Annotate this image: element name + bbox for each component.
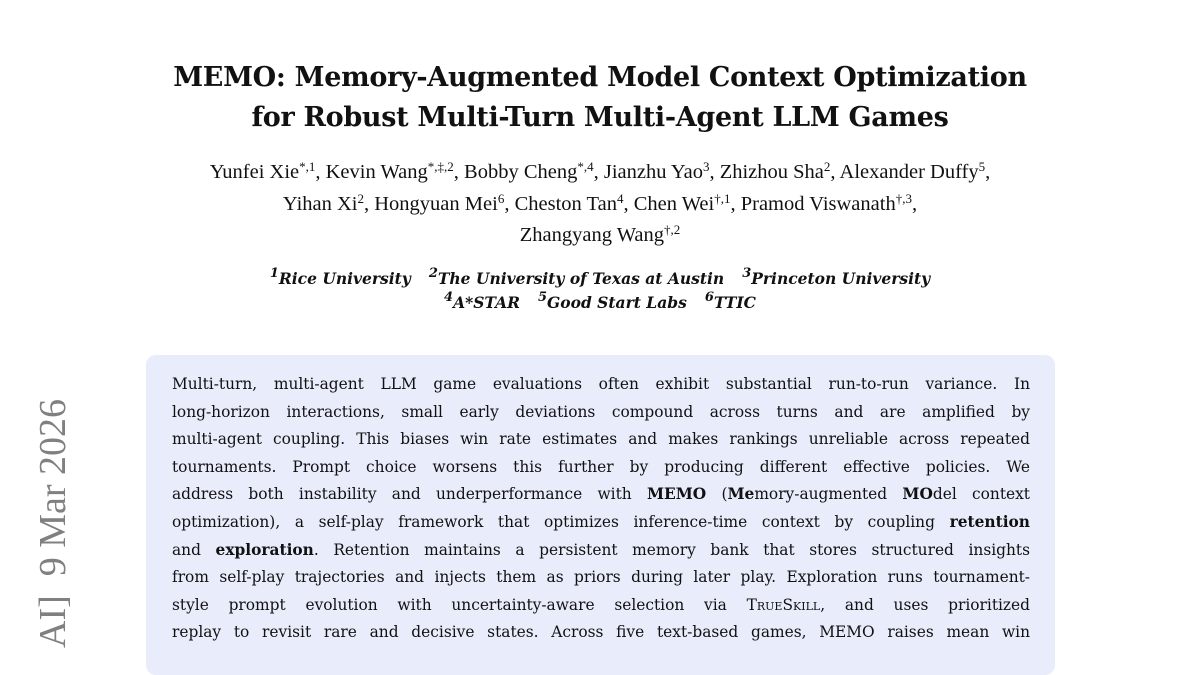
abstract-box: Multi-turn, multi-agent LLM game evaluat… — [146, 355, 1055, 675]
abstract-segment: MO — [902, 485, 933, 504]
author-name: Zhizhou Sha — [719, 161, 824, 183]
author-mark: *,‡,2 — [427, 159, 454, 174]
affiliation-line: 4A*STAR 5Good Start Labs 6TTIC — [0, 291, 1200, 315]
affiliation-line: 1Rice University 2The University of Texas… — [0, 267, 1200, 291]
abstract-line: optimization), a self-play framework tha… — [172, 509, 1030, 537]
affiliation-number: 5 — [537, 290, 548, 305]
abstract-segment: style prompt evolution with uncertainty-… — [172, 595, 747, 614]
abstract-segment: del context — [932, 485, 1030, 504]
author-mark: 6 — [497, 190, 505, 206]
affiliation: 5Good Start Labs — [537, 290, 687, 312]
author-name: Bobby Cheng — [464, 161, 578, 183]
author-mark: †,2 — [664, 222, 681, 237]
affiliation-number: 4 — [444, 290, 454, 305]
affiliation-name: Rice University — [278, 269, 411, 288]
affiliation-number: 2 — [428, 266, 438, 281]
abstract-segment: . Retention maintains a persistent memor… — [313, 540, 1030, 559]
affiliation-number: 6 — [704, 290, 714, 305]
abstract-segment: exploration — [215, 540, 314, 559]
affiliation: 4A*STAR — [444, 290, 520, 312]
affiliation: 3Princeton University — [742, 266, 931, 288]
author-name: Yunfei Xie — [209, 161, 300, 183]
paper-title: MEMO: Memory-Augmented Model Context Opt… — [0, 58, 1200, 138]
abstract-line: multi-agent coupling. This biases win ra… — [172, 426, 1030, 454]
abstract-segment: , and uses prioritized — [820, 595, 1031, 614]
author-mark: 4 — [616, 190, 624, 206]
affiliation-name: Good Start Labs — [547, 293, 687, 312]
abstract-segment: multi-agent coupling. This biases win ra… — [172, 430, 1030, 449]
author-mark: †,1 — [714, 190, 731, 206]
affiliation-name: The University of Texas at Austin — [437, 269, 725, 288]
abstract-segment: MEMO — [646, 485, 707, 504]
author-line: Zhangyang Wang†,2 — [0, 220, 1200, 252]
abstract-segment: replay to revisit rare and decisive stat… — [172, 623, 1030, 642]
author-list: Yunfei Xie*,1, Kevin Wang*,‡,2, Bobby Ch… — [0, 157, 1200, 252]
abstract-segment: tournaments. Prompt choice worsens this … — [172, 457, 1030, 476]
abstract-segment: from self-play trajectories and injects … — [172, 568, 1030, 587]
abstract-segment: long-horizon interactions, small early d… — [172, 402, 1030, 421]
affiliation-name: TTIC — [713, 293, 756, 312]
abstract-line: replay to revisit rare and decisive stat… — [172, 619, 1030, 647]
author-name: Jianzhu Yao — [603, 161, 703, 183]
abstract-segment: retention — [949, 512, 1030, 531]
abstract-line: style prompt evolution with uncertainty-… — [172, 592, 1030, 620]
author-line: Yunfei Xie*,1, Kevin Wang*,‡,2, Bobby Ch… — [209, 159, 991, 183]
abstract-segment: TrueSkill — [746, 595, 821, 614]
author-mark: 2 — [823, 159, 831, 174]
author-name: Pramod Viswanath — [740, 192, 896, 215]
abstract-line: address both instability and underperfor… — [172, 481, 1030, 509]
author-mark: 3 — [702, 159, 710, 174]
abstract-segment: optimization), a self-play framework tha… — [172, 512, 950, 531]
abstract-segment: Me — [727, 485, 755, 504]
abstract-line: long-horizon interactions, small early d… — [172, 399, 1030, 427]
author-name: Kevin Wang — [325, 161, 428, 183]
abstract-text: Multi-turn, multi-agent LLM game evaluat… — [172, 371, 1030, 647]
author-mark: *,1 — [299, 159, 316, 174]
author-line: Yihan Xi2, Hongyuan Mei6, Cheston Tan4, … — [282, 190, 918, 215]
affiliation-number: 1 — [269, 266, 279, 281]
abstract-segment: and — [172, 540, 216, 559]
author-mark: 2 — [357, 190, 365, 206]
arxiv-stamp: AI] 9 Mar 2026 — [32, 398, 74, 648]
abstract-segment: Multi-turn, multi-agent LLM game evaluat… — [172, 375, 1030, 393]
affiliation: 2The University of Texas at Austin — [428, 266, 725, 288]
author-name: Chen Wei — [633, 192, 715, 215]
abstract-line: and exploration. Retention maintains a p… — [172, 537, 1030, 565]
author-name: Cheston Tan — [514, 192, 617, 215]
title-line: MEMO: Memory-Augmented Model Context Opt… — [173, 62, 1027, 93]
abstract-line: Multi-turn, multi-agent LLM game evaluat… — [172, 371, 1030, 399]
abstract-line: from self-play trajectories and injects … — [172, 564, 1030, 592]
affiliation: 1Rice University — [269, 266, 411, 288]
author-mark: †,3 — [895, 190, 912, 206]
author-name: Alexander Duffy — [839, 161, 979, 183]
affiliation-name: A*STAR — [453, 293, 520, 312]
affiliation-name: Princeton University — [751, 269, 931, 288]
author-name: Hongyuan Mei — [374, 192, 498, 215]
author-mark: *,4 — [577, 159, 594, 174]
affiliation: 6TTIC — [704, 290, 756, 312]
author-name: Yihan Xi — [282, 192, 358, 215]
abstract-segment: ( — [706, 485, 728, 504]
author-mark: 5 — [978, 159, 986, 174]
abstract-segment: address both instability and underperfor… — [172, 485, 647, 504]
affiliations: 1Rice University 2The University of Texas… — [0, 267, 1200, 315]
title-line: for Robust Multi-Turn Multi-Agent LLM Ga… — [251, 102, 949, 133]
affiliation-number: 3 — [742, 266, 752, 281]
author-name: Zhangyang Wang — [519, 224, 665, 246]
abstract-line: tournaments. Prompt choice worsens this … — [172, 454, 1030, 482]
abstract-segment: mory-augmented — [754, 485, 903, 504]
